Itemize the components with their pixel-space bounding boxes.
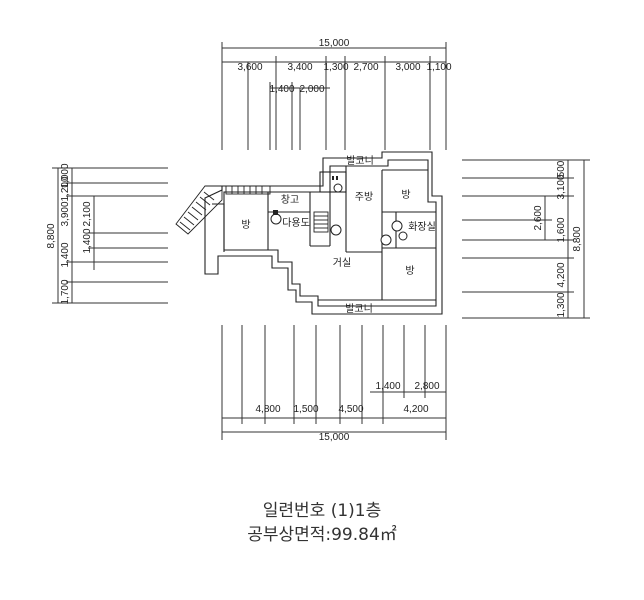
- bottom-dim-3: 4,500: [338, 404, 363, 415]
- left-dim-2: 3,900: [60, 201, 71, 226]
- building-walls: [204, 151, 443, 315]
- left-total-dim: 8,800: [46, 223, 57, 248]
- room-label-right: 방: [405, 265, 414, 277]
- door-swings: [270, 183, 408, 246]
- room-label-bathroom: 화장실: [408, 221, 436, 233]
- room-label-utility: 다용도: [282, 217, 310, 229]
- top-dim-8: 2,000: [299, 84, 324, 95]
- right-dim-3: 1,600: [556, 217, 567, 242]
- room-label-right-top: 방: [401, 189, 410, 201]
- top-dim-7: 1,400: [269, 84, 294, 95]
- bottom-total-dim: 15,000: [319, 432, 350, 443]
- bottom-dim-4: 4,200: [403, 404, 428, 415]
- left-dim-1: 1,000: [60, 163, 71, 188]
- right-dim-1: 500: [556, 160, 567, 177]
- top-dim-1: 3,600: [237, 62, 262, 73]
- room-label-kitchen: 주방: [355, 191, 373, 203]
- top-dim-6: 1,100: [426, 62, 451, 73]
- room-label-balcony-bottom: 발코니: [345, 303, 373, 315]
- left-dim-6: 2,100: [82, 201, 93, 226]
- bottom-dim-6: 2,800: [414, 381, 439, 392]
- right-dim-4: 4,200: [556, 262, 567, 287]
- top-total-dim: 15,000: [319, 38, 350, 49]
- room-label-living: 거실: [333, 257, 351, 269]
- room-label-balcony-top: 발코니: [346, 155, 374, 167]
- room-label-left: 방: [241, 219, 250, 231]
- right-total-dim: 8,800: [572, 226, 583, 251]
- bottom-dim-1: 4,800: [255, 404, 280, 415]
- left-dim-7: 1,400: [82, 228, 93, 253]
- left-dim-5: 1,200: [60, 176, 71, 201]
- dimension-lines: [52, 42, 590, 440]
- left-dim-3: 1,400: [60, 242, 71, 267]
- top-dim-2: 3,400: [287, 62, 312, 73]
- right-dim-6: 2,600: [533, 205, 544, 230]
- top-dim-4: 2,700: [353, 62, 378, 73]
- right-dim-5: 1,300: [556, 292, 567, 317]
- top-dim-3: 1,300: [323, 62, 348, 73]
- fixtures: [273, 176, 338, 215]
- floor-plan: 15,000 3,600 3,400 1,300 2,700 3,000 1,1…: [46, 38, 590, 443]
- caption-title: 일련번호 (1)1층: [262, 501, 382, 521]
- room-label-storage: 창고: [281, 194, 299, 206]
- caption-area: 공부상면적:99.84㎡: [247, 525, 397, 545]
- right-dim-2: 3,100: [556, 174, 567, 199]
- top-dim-5: 3,000: [395, 62, 420, 73]
- bottom-dim-2: 1,500: [293, 404, 318, 415]
- bottom-dim-5: 1,400: [375, 381, 400, 392]
- left-dim-4: 1,700: [60, 279, 71, 304]
- exterior-stairs: [175, 185, 329, 235]
